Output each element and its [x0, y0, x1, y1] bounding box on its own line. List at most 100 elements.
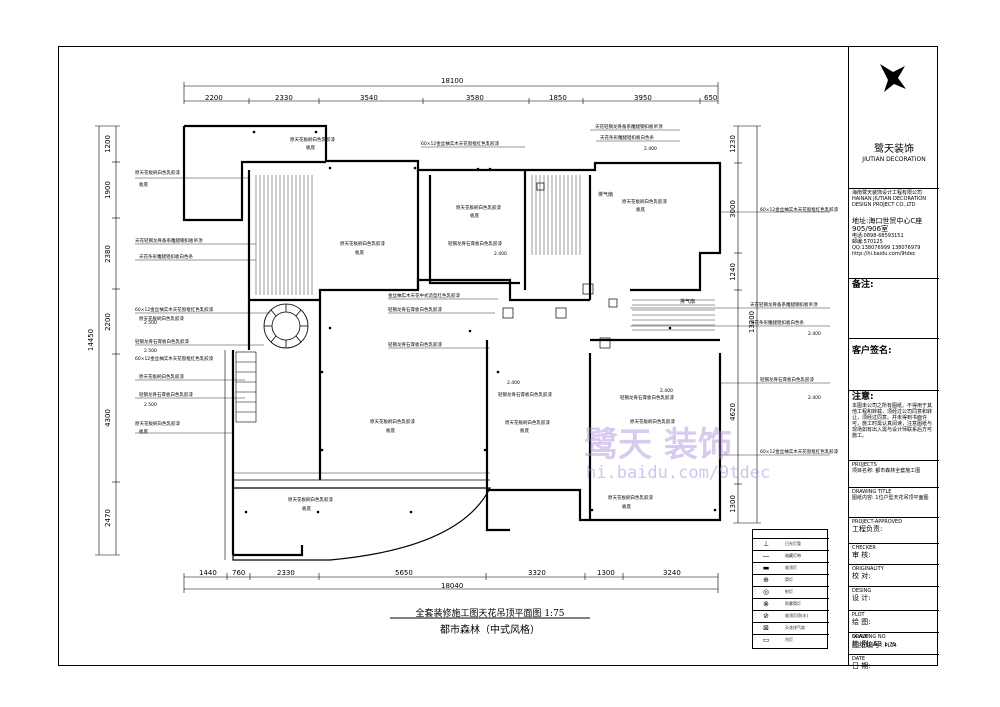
drawing-no-label: DRAWING NO [852, 634, 886, 640]
website: http://hi.baidu.com/9tdec [852, 251, 916, 257]
legend-label: 吸顶灯 [785, 565, 797, 570]
dim-bottom-seg: 760 [232, 569, 246, 577]
legend-label: 吊灯 [785, 637, 793, 642]
level-mark: 2.500 [144, 321, 157, 326]
drawing-title-row: DRAWING TITLE 图纸内容: 1位户型天花吊顶平面图 [849, 487, 939, 517]
legend-item: ⊥日光灯管 [753, 538, 829, 548]
legend-item: ▭吊灯 [753, 634, 829, 644]
drawing-no-cn: 图纸编号: [852, 641, 883, 649]
company-name: 鹭天装饰 [874, 144, 914, 155]
dim-top-seg: 1850 [549, 94, 567, 102]
legend-label: 吸顶灯(防水) [785, 613, 809, 618]
project-row: PROJECTS 项目名称: 都市森林全套施工图 [849, 460, 939, 487]
legend-item: ▬吸顶灯 [753, 562, 829, 572]
dim-left-seg: 1900 [103, 181, 112, 199]
legend-table: ⊥日光灯管 —暗藏灯带 ▬吸顶灯 ⊕筒灯 ◎射灯 ⊗防雾筒灯 ⊘吸顶灯(防水) … [752, 529, 829, 649]
annotation: 板底 [139, 183, 148, 188]
dim-top-seg: 3950 [634, 94, 652, 102]
note-label: 注意: [852, 392, 874, 402]
level-mark: 2.400 [808, 396, 821, 401]
desing-cn: 设 计: [852, 594, 871, 602]
annotation: 原天花板刷白色乳胶漆 [288, 498, 333, 503]
checker-cn: 审 核: [852, 551, 871, 559]
annotation: 轻钢龙骨石膏板白色乳胶漆 [620, 396, 674, 401]
dim-bottom-seg: 3320 [528, 569, 546, 577]
company-full-cn: 海南鹭天装饰设计工程有限公司 [852, 190, 923, 196]
level-mark: 2.400 [494, 252, 507, 257]
annotation: 板底 [520, 429, 529, 434]
annotation: 天花条形雕腿铝扣板白色条 [139, 255, 193, 260]
originality-cn: 校 对: [852, 572, 871, 580]
scale-label: SCALE [852, 634, 869, 640]
remark-label: 备注: [852, 280, 874, 290]
dim-top-total: 18100 [441, 77, 464, 85]
annotation: 板底 [139, 430, 148, 435]
legend-item: —暗藏灯带 [753, 550, 829, 560]
drawing-no-value: PL04 [884, 643, 897, 649]
annotation: 原天花板刷白色乳胶漆 [370, 420, 415, 425]
dim-left-seg: 2380 [103, 245, 112, 263]
project-value: 都市森林全套施工图 [875, 468, 921, 474]
drawing-title: 全套装修施工图天花吊顶平面图 1:75 [415, 609, 565, 619]
annotation: 板底 [306, 146, 315, 151]
phone: 电话:0898-68593151 [852, 233, 904, 239]
drawing-title-label: DRAWING TITLE [852, 489, 892, 495]
level-mark: 2.400 [808, 332, 821, 337]
legend-symbol: ⊠ [763, 624, 769, 632]
date-cn: 日 期: [852, 662, 871, 670]
dim-bottom-seg: 2330 [277, 569, 295, 577]
dim-top-seg: 3540 [360, 94, 378, 102]
annotation: 天花轻钢龙骨备系雕腿钢扣板吊顶 [135, 239, 203, 244]
annotation: 轻钢龙骨石膏板白色乳胶漆 [498, 393, 552, 398]
legend-symbol: ◎ [762, 588, 770, 596]
annotation: 板底 [636, 208, 645, 213]
dim-right-seg: 1230 [728, 135, 737, 153]
address: 地址:海口世贸中心C座 905/906室 [852, 217, 923, 233]
note-text: 本图未公司之所有图纸。不得用于其他工程和转载，须经过公司同意和转让，须经过同意。… [852, 403, 933, 439]
level-mark: 2.400 [644, 147, 657, 152]
originality-label: ORIGINALITY [852, 566, 884, 572]
dim-top-seg: 3580 [466, 94, 484, 102]
legend-item: ⊠ 天花排气扇 [753, 622, 829, 632]
checker-label: CHECKER [852, 545, 876, 551]
annotation: 60×12金丝柚实木天花窗框红色乳胶漆 [135, 357, 214, 362]
level-mark: 2.500 [144, 403, 157, 408]
dim-left-seg: 1200 [103, 135, 112, 153]
approved-label: PROJECT-APPROVED [852, 519, 903, 525]
annotation: 60×12金丝柚实木天花窗框红色乳胶漆 [760, 450, 839, 455]
plot-cn: 绘 图: [852, 618, 871, 626]
annotation: 天花轻钢龙骨备系雕腿钢扣板吊顶 [595, 125, 663, 130]
legend-item: ⊘吸顶灯(防水) [753, 610, 829, 620]
legend-label: 射灯 [785, 589, 793, 594]
legend-symbol: — [762, 552, 770, 560]
legend-symbol: ⊕ [763, 576, 769, 584]
desing-label: DESING [852, 588, 872, 594]
annotation: 轻钢龙骨石膏板白色乳胶漆 [135, 340, 189, 345]
annotation: 60×12金丝柚实木天花窗框红色乳胶漆 [760, 208, 839, 213]
drawing-content-value: 1位户型天花吊顶平面图 [875, 495, 929, 501]
dim-right-seg: 1300 [728, 495, 737, 513]
qq: QQ:138076999 138076979 [852, 245, 921, 251]
dim-left-seg: 2200 [103, 313, 112, 331]
legend-symbol: ⊗ [763, 600, 769, 608]
dim-top-seg: 2330 [275, 94, 293, 102]
annotation: 原天花板刷白色乳胶漆 [505, 421, 550, 426]
annotation: 原天花板刷白色乳胶漆 [456, 206, 501, 211]
annotation: 板底 [470, 214, 479, 219]
annotation: 原天花板刷白色乳胶漆 [139, 317, 184, 322]
scale-cn: 比 例: A3 [852, 640, 883, 648]
desing-row: DESING 设 计: [849, 586, 939, 610]
dim-bottom-seg: 1440 [199, 569, 217, 577]
dim-right-seg: 3000 [728, 200, 737, 218]
annotation: 排气扇 [680, 299, 696, 305]
level-mark: 2.500 [144, 349, 157, 354]
dim-right-seg: 4620 [728, 403, 737, 421]
annotation: 天花条形雕腿铝扣板白色条 [750, 321, 804, 326]
legend-label: 天花排气扇 [785, 625, 805, 630]
drawing-content-label: 图纸内容: [852, 495, 874, 501]
annotation: 原天花板刷白色乳胶漆 [622, 200, 667, 205]
annotation: 轻钢龙骨石膏板白色乳胶漆 [760, 378, 814, 383]
legend-label: 防雾筒灯 [785, 601, 801, 606]
level-mark: 2.400 [660, 389, 673, 394]
remark-row: 备注: [849, 278, 939, 338]
